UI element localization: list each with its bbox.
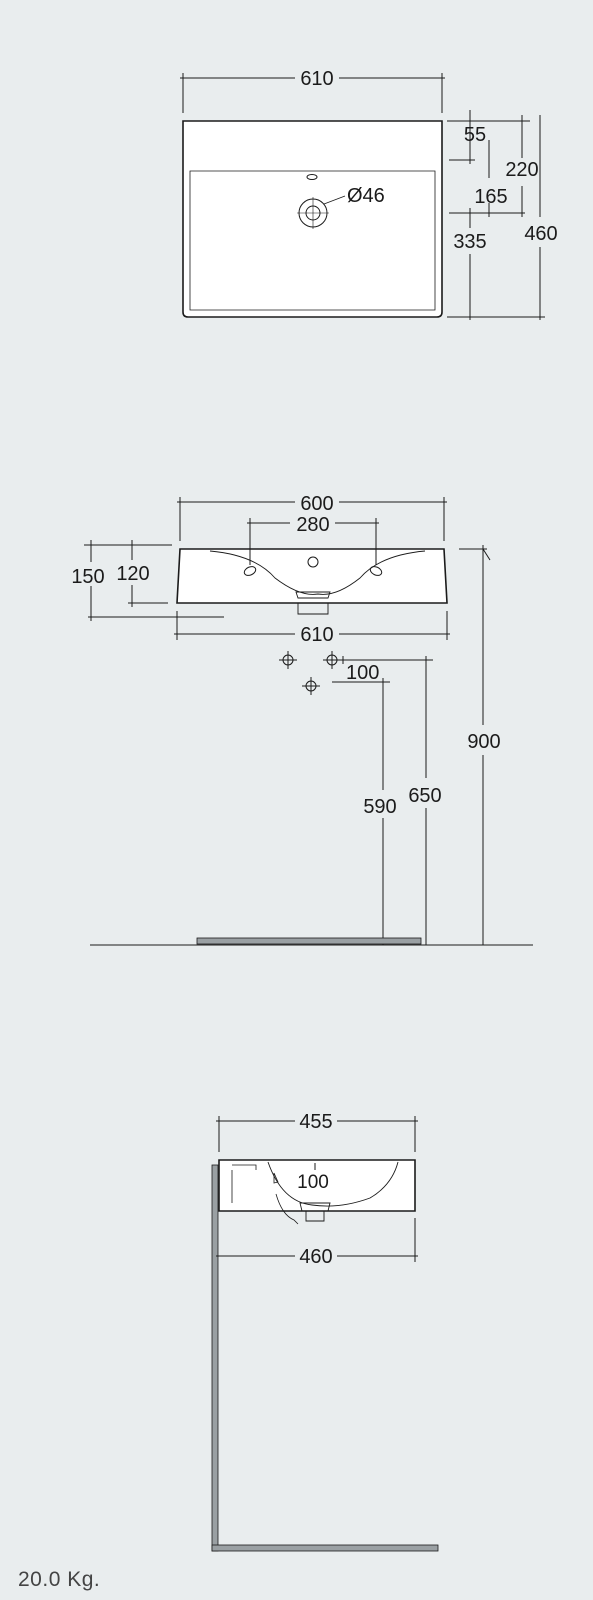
- side-overflow-dimension: 100: [297, 1172, 329, 1193]
- side-view-overflow-channel: [231, 1164, 257, 1203]
- side-view-wall: [211, 1164, 219, 1552]
- side-view-basin-body: [218, 1159, 416, 1212]
- side-top-depth-dimension: 455: [299, 1111, 332, 1133]
- right-supply-marker: [323, 651, 341, 669]
- front-height-inner-dimension: 120: [116, 563, 149, 585]
- weight-label: 20.0 Kg.: [18, 1568, 101, 1591]
- front-trap-offset-dimension: 100: [346, 662, 379, 684]
- front-view-floor-plate: [196, 937, 422, 945]
- top-back-offset-dimension: 55: [464, 124, 486, 146]
- front-waste-height-dimension: 590: [363, 796, 396, 818]
- front-bottom-width-dimension: 610: [300, 624, 333, 646]
- front-supply-height-dimension: 650: [408, 785, 441, 807]
- front-top-width-dimension: 600: [300, 493, 333, 515]
- top-width-dimension: 610: [300, 68, 333, 90]
- front-view-right-tap-hole: [369, 566, 383, 576]
- side-view-floor: [211, 1544, 439, 1552]
- left-supply-marker: [279, 651, 297, 669]
- top-hole-diameter-label: Ø46: [347, 185, 385, 207]
- side-view: [211, 1116, 439, 1552]
- side-view-bowl-curve: [267, 1161, 399, 1207]
- top-front-depth-dimension: 335: [453, 231, 486, 253]
- top-outer-depth-dimension: 460: [524, 223, 557, 245]
- side-bottom-depth-dimension: 460: [299, 1246, 332, 1268]
- front-height-total-dimension: 150: [71, 566, 104, 588]
- top-view-overflow: [306, 174, 318, 180]
- front-view: [84, 497, 533, 946]
- side-view-outlet: [299, 1202, 331, 1212]
- front-view-waste-outlet: [295, 591, 331, 599]
- front-view-trap: [297, 603, 329, 615]
- front-tap-spacing-dimension: 280: [296, 514, 329, 536]
- waste-marker: [302, 677, 320, 695]
- top-tap-hole-dimension: 165: [474, 186, 507, 208]
- top-view-basin-outline: [182, 120, 443, 318]
- front-view-left-tap-hole: [243, 566, 257, 576]
- front-rim-height-dimension: 900: [467, 731, 500, 753]
- top-view: [180, 73, 545, 320]
- front-view-centre-tap-hole: [307, 556, 319, 568]
- top-view-bowl-outline: [189, 170, 436, 311]
- top-mid-depth-dimension: 220: [505, 159, 538, 181]
